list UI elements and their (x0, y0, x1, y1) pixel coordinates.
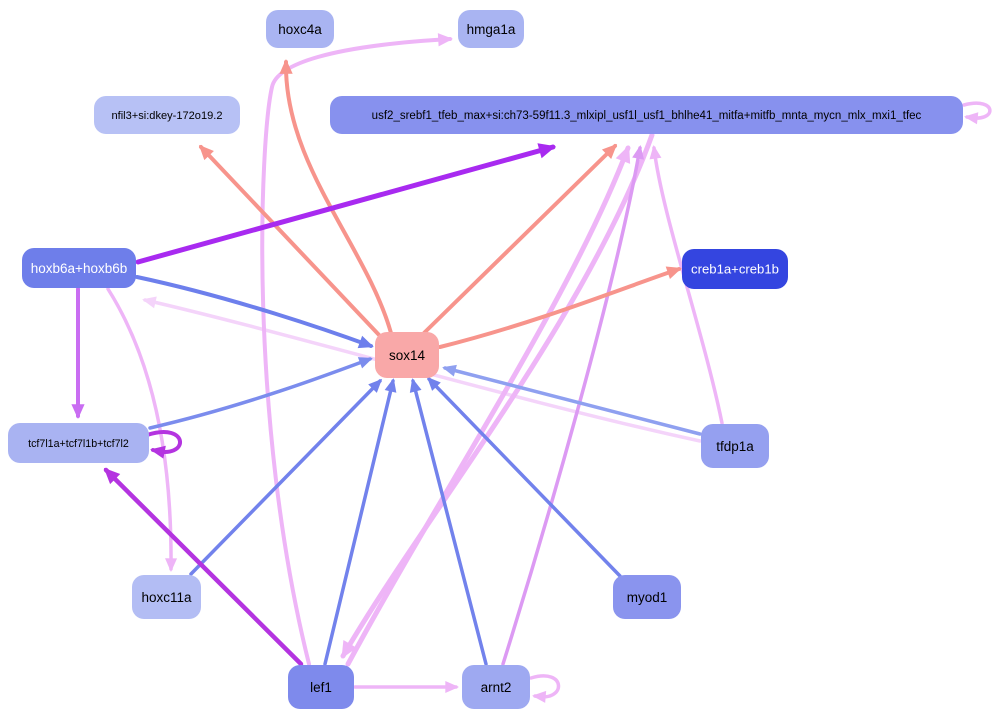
node-myod1[interactable]: myod1 (613, 575, 681, 619)
edge-tfdp1a-to-sox14[interactable] (443, 366, 702, 436)
node-box-creb1a[interactable] (682, 249, 788, 289)
node-sox14[interactable]: sox14 (375, 332, 439, 378)
arrowhead-sox14-to-creb1a (665, 266, 682, 280)
arrowhead-sox14-to-usf2 (601, 143, 618, 159)
edge-hoxc11a-to-sox14[interactable] (189, 379, 382, 576)
edge-sox14-to-nfil3[interactable] (199, 145, 382, 338)
edges-layer (71, 33, 992, 703)
arrowhead-usf2-to-usf2 (964, 112, 979, 125)
node-nfil3[interactable]: nfil3+si:dkey-172o19.2 (94, 96, 240, 134)
edge-hoxb6a-to-sox14[interactable] (135, 275, 373, 348)
arrowhead-sox14-to-nfil3 (198, 144, 214, 161)
node-box-lef1[interactable] (288, 665, 354, 709)
arrowhead-lef1-to-usf2 (615, 145, 631, 164)
arrowhead-tfdp1a-to-usf2 (649, 145, 662, 160)
arrowhead-hoxb6a-to-hoxc11a (165, 558, 178, 572)
node-tcf7l1a[interactable]: tcf7l1a+tcf7l1b+tcf7l2 (8, 423, 149, 463)
arrowhead-hoxc11a-to-sox14 (368, 378, 383, 393)
edge-myod1-to-sox14[interactable] (427, 377, 622, 578)
node-box-nfil3[interactable] (94, 96, 240, 134)
arrowhead-lef1-to-hmga1a (437, 33, 453, 47)
node-box-hmga1a[interactable] (458, 10, 524, 48)
arrowhead-tcf7l1a-to-tcf7l1a (150, 445, 166, 459)
arrowhead-arnt2-to-usf2 (632, 145, 645, 160)
node-arnt2[interactable]: arnt2 (462, 665, 530, 709)
edge-sox14-to-creb1a[interactable] (438, 267, 681, 349)
node-box-usf2[interactable] (330, 96, 963, 134)
node-box-myod1[interactable] (613, 575, 681, 619)
arrowhead-arnt2-to-sox14 (409, 378, 422, 393)
arrowhead-hoxb6a-to-tcf7l1a (71, 404, 85, 419)
edge-usf2-to-lef1[interactable] (340, 132, 655, 659)
arrowhead-lef1-to-arnt2 (445, 680, 459, 694)
edge-lef1-to-sox14[interactable] (323, 379, 395, 666)
arrowhead-usf2-to-lef1 (341, 640, 357, 659)
edge-lef1-to-hmga1a[interactable] (260, 37, 452, 666)
arrowhead-hoxb6a-to-usf2 (537, 143, 556, 159)
node-box-hoxb6a[interactable] (22, 248, 136, 288)
edge-arnt2-to-usf2[interactable] (501, 146, 642, 666)
node-box-sox14[interactable] (375, 332, 439, 378)
node-box-arnt2[interactable] (462, 665, 530, 709)
node-creb1a[interactable]: creb1a+creb1b (682, 249, 788, 289)
edge-lef1-to-usf2[interactable] (345, 145, 631, 667)
node-hoxc11a[interactable]: hoxc11a (132, 575, 201, 619)
arrowhead-lef1-to-sox14 (384, 378, 397, 393)
arrowhead-tcf7l1a-to-sox14 (357, 357, 373, 369)
arrowhead-myod1-to-sox14 (426, 376, 441, 391)
edge-arnt2-to-sox14[interactable] (411, 379, 488, 666)
edge-sox14-to-hoxc4a[interactable] (283, 60, 393, 335)
nodes-layer: hoxc4a hmga1a nfil3+si:dkey-172o19.2 usf2_s… (8, 10, 963, 709)
node-box-tfdp1a[interactable] (701, 424, 769, 468)
node-lef1[interactable]: lef1 (288, 665, 354, 709)
node-box-tcf7l1a[interactable] (8, 423, 149, 463)
edge-hoxb6a-to-hoxc11a[interactable] (106, 287, 173, 571)
arrowhead-arnt2-to-arnt2 (532, 690, 547, 703)
node-hoxb6a[interactable]: hoxb6a+hoxb6b (22, 248, 136, 288)
edge-tcf7l1a-to-sox14[interactable] (148, 357, 372, 430)
node-tfdp1a[interactable]: tfdp1a (701, 424, 769, 468)
arrowhead-lef1-to-tcf7l1a (103, 467, 121, 485)
edge-hoxb6a-to-usf2[interactable] (135, 144, 556, 265)
node-hoxc4a[interactable]: hoxc4a (266, 10, 334, 48)
node-usf2[interactable]: usf2_srebf1_tfeb_max+si:ch73-59f11.3_mlx… (330, 96, 963, 134)
arrowhead-tfdp1a-to-sox14 (442, 364, 457, 377)
edge-lef1-to-tcf7l1a[interactable] (103, 467, 304, 667)
arrowhead-hoxb6a-to-sox14 (357, 335, 374, 349)
arrowhead-sox14-to-hoxc4a (279, 59, 293, 74)
node-box-hoxc11a[interactable] (132, 575, 201, 619)
node-box-hoxc4a[interactable] (266, 10, 334, 48)
arrowhead-tfdp1a-to-hoxb6a (142, 296, 157, 309)
node-hmga1a[interactable]: hmga1a (458, 10, 524, 48)
edge-sox14-to-usf2[interactable] (422, 144, 617, 335)
